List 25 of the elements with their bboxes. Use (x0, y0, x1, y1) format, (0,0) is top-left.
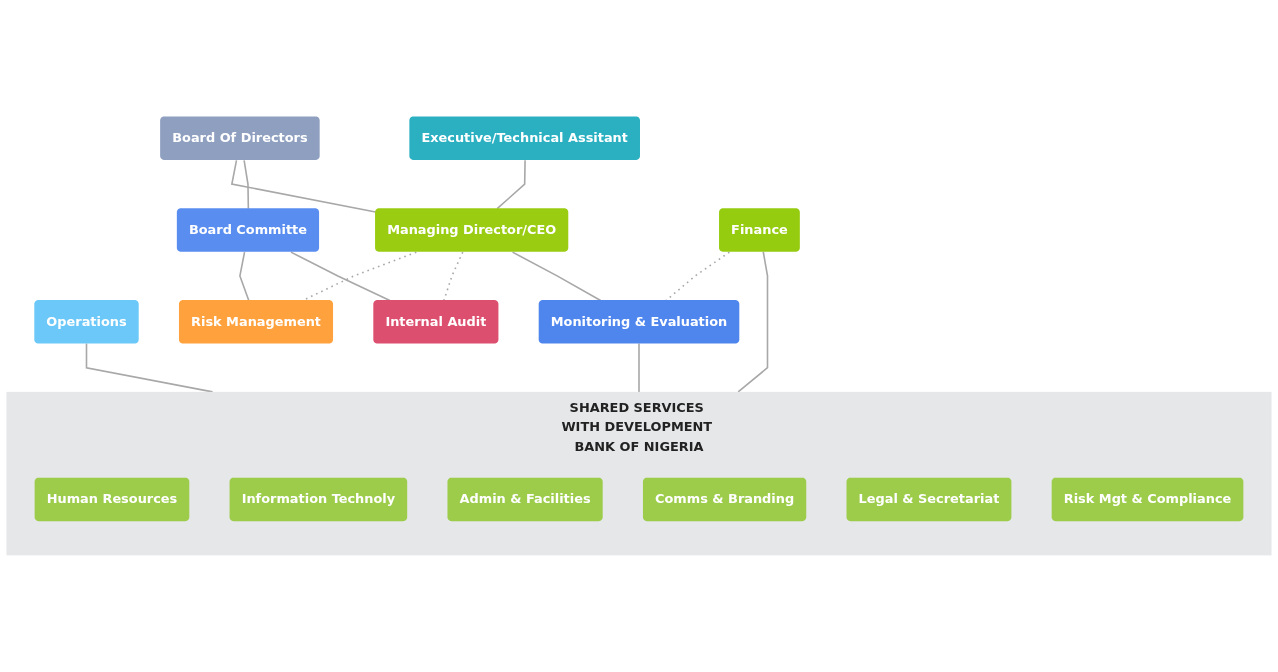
connector (737, 251, 769, 393)
connector (85, 342, 214, 393)
node-box: Operations (34, 300, 139, 344)
node-box: Monitoring & Evaluation (538, 300, 740, 344)
connector (239, 251, 250, 302)
connector (243, 159, 250, 210)
node-box: Risk Mgt & Compliance (1051, 477, 1244, 522)
node-box: Risk Management (178, 300, 334, 344)
node-box: Finance (719, 208, 800, 252)
node-box: Comms & Branding (642, 477, 807, 522)
node-box: Information Technoly (229, 477, 408, 522)
node-box: Human Resources (34, 477, 190, 522)
connector (230, 159, 377, 213)
connector (638, 342, 640, 393)
node-box: Managing Director/CEO (375, 208, 569, 252)
node-box: Admin & Facilities (447, 477, 603, 522)
node-box: Executive/Technical Assitant (409, 116, 640, 161)
node-box: Legal & Secretariat (846, 477, 1012, 522)
connector (290, 251, 391, 302)
node-box: Internal Audit (373, 300, 499, 344)
connector (496, 159, 526, 210)
connector (443, 251, 464, 302)
node-box: Board Committe (176, 208, 320, 252)
node-box: Board Of Directors (160, 116, 320, 161)
connector (511, 251, 602, 302)
